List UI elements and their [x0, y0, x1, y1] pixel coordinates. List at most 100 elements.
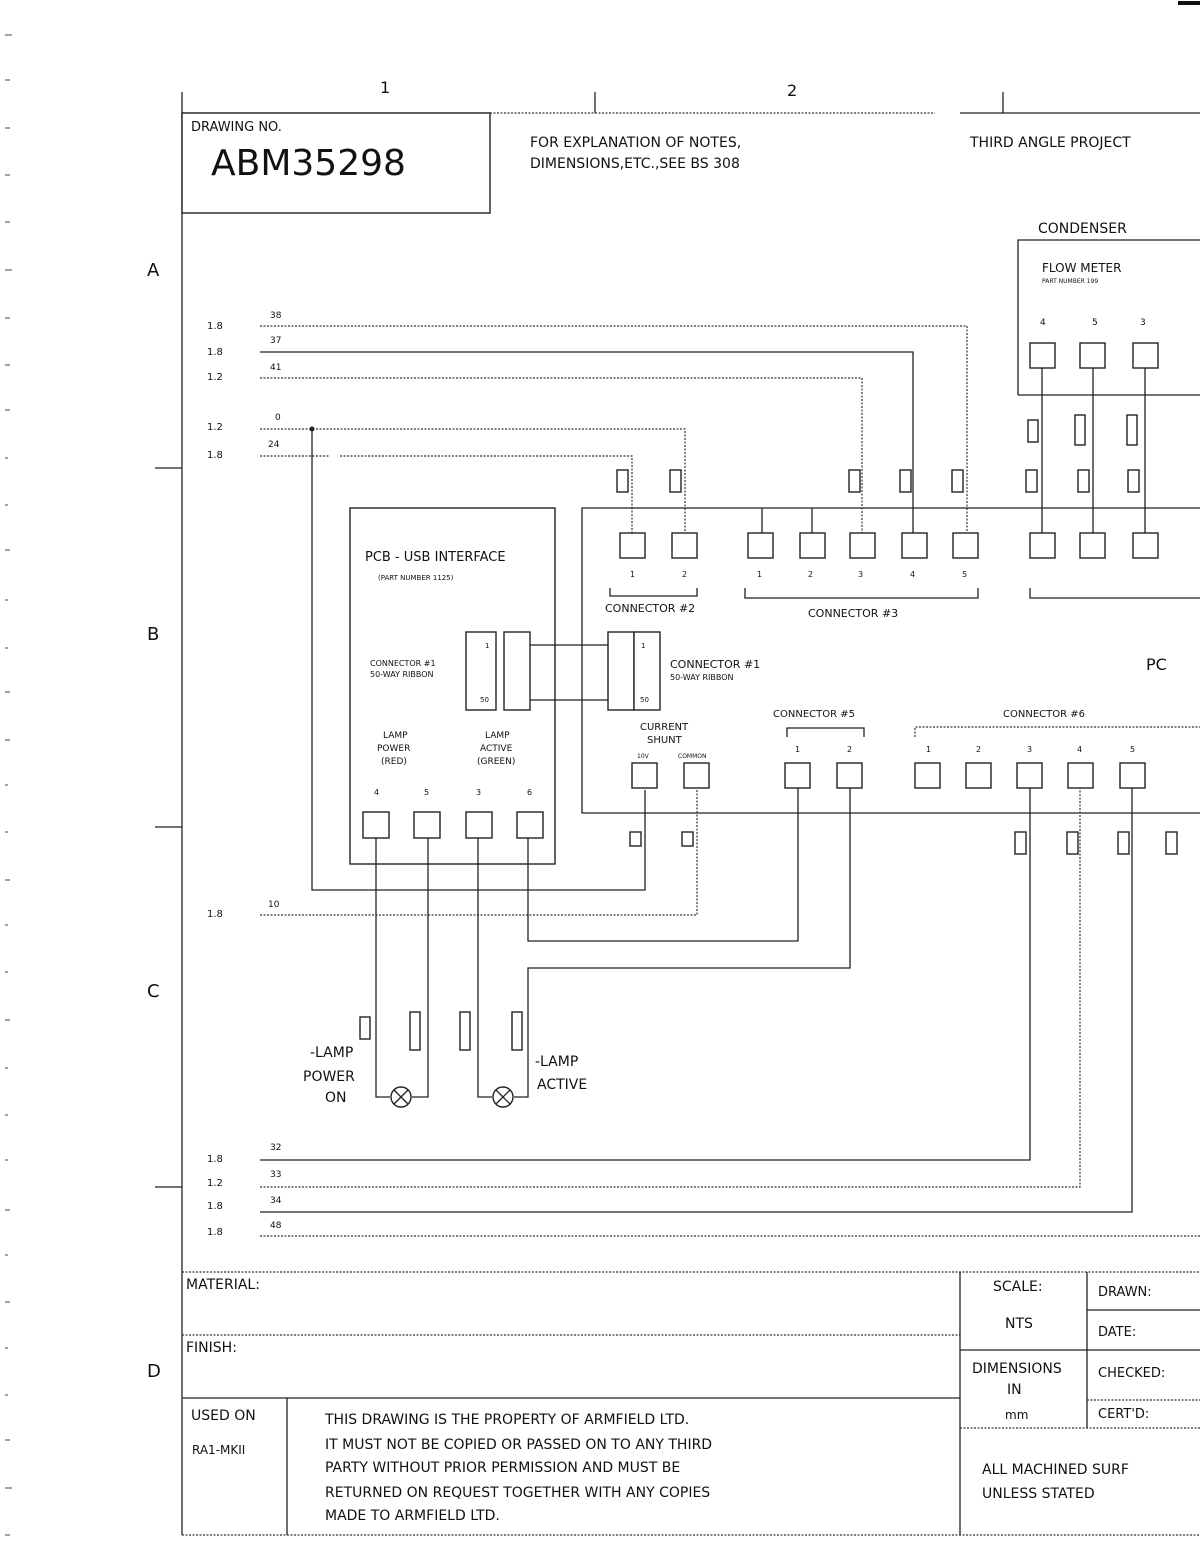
- svg-text:5: 5: [424, 788, 429, 797]
- connector1-ribbon: 50-WAY RIBBON: [670, 673, 734, 682]
- svg-text:5: 5: [962, 570, 967, 579]
- wire-gauge: 1.8: [207, 909, 223, 920]
- svg-text:2: 2: [847, 745, 852, 754]
- property-notice: IT MUST NOT BE COPIED OR PASSED ON TO AN…: [325, 1437, 712, 1453]
- wire-marker: [1027, 419, 1039, 443]
- flowmeter-pin-label: 3: [1140, 318, 1146, 328]
- svg-text:38: 38: [270, 311, 282, 321]
- svg-text:1.2: 1.2: [207, 422, 223, 433]
- pcb-connector1-label: CONNECTOR #1: [370, 659, 436, 668]
- checked-label: CHECKED:: [1098, 1366, 1165, 1381]
- lamp-active-label: ACTIVE: [537, 1077, 587, 1093]
- lamp-circuits: [359, 838, 529, 1108]
- shunt-terminal: [631, 762, 658, 789]
- machined-note: UNLESS STATED: [982, 1486, 1095, 1502]
- drawing-number: ABM35298: [211, 143, 406, 184]
- svg-text:CONNECTOR #5: CONNECTOR #5: [773, 709, 855, 720]
- zone-row-b: B: [147, 624, 159, 645]
- connector-5: CONNECTOR #5 1 2: [773, 709, 865, 789]
- notes-line-1: FOR EXPLANATION OF NOTES,: [530, 135, 741, 151]
- svg-text:48: 48: [270, 1221, 282, 1231]
- property-notice: RETURNED ON REQUEST TOGETHER WITH ANY CO…: [325, 1485, 710, 1501]
- finish-label: FINISH:: [186, 1340, 237, 1356]
- svg-text:37: 37: [270, 336, 281, 346]
- svg-text:4: 4: [374, 788, 379, 797]
- shunt-terminal: [683, 762, 710, 789]
- svg-text:1.2: 1.2: [207, 1178, 223, 1189]
- svg-text:34: 34: [270, 1196, 282, 1206]
- bottom-wires: 1.8 1.2 1.8 1.8 32 33 34 48: [207, 788, 1200, 1238]
- lamp-power-on-label: POWER: [303, 1069, 355, 1085]
- lamp-power-on-label: ON: [325, 1090, 347, 1106]
- title-block: [182, 1271, 1200, 1536]
- zone-row-c: C: [147, 981, 160, 1002]
- flowmeter-pin-label: 4: [1040, 318, 1046, 328]
- svg-text:3: 3: [858, 570, 863, 579]
- flowmeter-part: PART NUMBER 199: [1042, 278, 1098, 285]
- svg-text:1.8: 1.8: [207, 450, 223, 461]
- scale-label: SCALE:: [993, 1279, 1043, 1295]
- svg-text:1: 1: [926, 745, 931, 754]
- property-notice: MADE TO ARMFIELD LTD.: [325, 1508, 500, 1524]
- zone-col-1: 1: [380, 78, 390, 97]
- svg-text:CONNECTOR #3: CONNECTOR #3: [808, 607, 898, 620]
- flowmeter-label: FLOW METER: [1042, 261, 1121, 275]
- svg-text:2: 2: [682, 570, 687, 579]
- svg-text:1.8: 1.8: [207, 321, 223, 332]
- machined-note: ALL MACHINED SURF: [982, 1462, 1129, 1478]
- svg-text:4: 4: [1077, 745, 1082, 754]
- svg-text:4: 4: [910, 570, 915, 579]
- current-shunt-label: CURRENT: [640, 722, 689, 733]
- property-notice: PARTY WITHOUT PRIOR PERMISSION AND MUST …: [325, 1460, 680, 1476]
- svg-text:5: 5: [1130, 745, 1135, 754]
- svg-text:1.8: 1.8: [207, 1227, 223, 1238]
- connector-3: 1 2 3 4 5 CONNECTOR #3: [744, 508, 979, 620]
- svg-text:2: 2: [808, 570, 813, 579]
- property-notice: THIS DRAWING IS THE PROPERTY OF ARMFIELD…: [324, 1412, 689, 1428]
- wire-marker: [1126, 414, 1138, 446]
- connector1-label: CONNECTOR #1: [670, 658, 760, 671]
- wire-marker: [1074, 414, 1086, 446]
- condenser-label: CONDENSER: [1038, 221, 1127, 237]
- svg-text:CONNECTOR #6: CONNECTOR #6: [1003, 709, 1085, 720]
- svg-text:41: 41: [270, 363, 281, 373]
- wire-number: 10: [268, 900, 280, 910]
- wire-markers: [616, 469, 1140, 493]
- zone-col-2: 2: [787, 81, 797, 100]
- margin-ticks: [5, 34, 12, 1536]
- svg-text:COMMON: COMMON: [678, 753, 706, 760]
- pcb-title: PCB - USB INTERFACE: [365, 550, 506, 565]
- svg-text:1: 1: [795, 745, 800, 754]
- drawing-number-box: [181, 112, 491, 214]
- connector-2: 1 2 CONNECTOR #2: [605, 532, 698, 615]
- svg-text:50: 50: [640, 696, 649, 704]
- dimensions-in: IN: [1007, 1382, 1022, 1398]
- pc-label: PC: [1146, 655, 1167, 674]
- svg-text:1.8: 1.8: [207, 1201, 223, 1212]
- svg-text:1: 1: [630, 570, 635, 579]
- svg-text:1: 1: [757, 570, 762, 579]
- lamp-active-label: ACTIVE: [480, 744, 513, 754]
- connector-6: CONNECTOR #6 1 2 3 4 5: [914, 709, 1200, 789]
- svg-text:CONNECTOR #2: CONNECTOR #2: [605, 602, 695, 615]
- svg-text:10V: 10V: [637, 753, 650, 760]
- svg-text:2: 2: [976, 745, 981, 754]
- notes-line-2: DIMENSIONS,ETC.,SEE BS 308: [530, 156, 740, 172]
- svg-text:1.2: 1.2: [207, 372, 223, 383]
- lamp-power-on-label: -LAMP: [310, 1045, 353, 1061]
- dimensions-unit: mm: [1005, 1408, 1028, 1422]
- material-label: MATERIAL:: [186, 1277, 260, 1293]
- zone-row-d: D: [147, 1361, 161, 1382]
- svg-text:3: 3: [1027, 745, 1032, 754]
- pcb-ribbon-label: 50-WAY RIBBON: [370, 670, 434, 679]
- svg-text:0: 0: [275, 413, 281, 423]
- top-wires: 1.8 1.8 1.2 1.2 1.8 38 37 41 0 24: [207, 311, 968, 891]
- svg-text:1: 1: [641, 642, 645, 650]
- svg-text:1: 1: [485, 642, 489, 650]
- svg-text:1.8: 1.8: [207, 347, 223, 358]
- pcb-subtitle: (PART NUMBER 1125): [378, 574, 454, 582]
- flowmeter-terminal: [1132, 342, 1159, 369]
- svg-text:1.8: 1.8: [207, 1154, 223, 1165]
- lamp-active-label: (GREEN): [477, 757, 515, 767]
